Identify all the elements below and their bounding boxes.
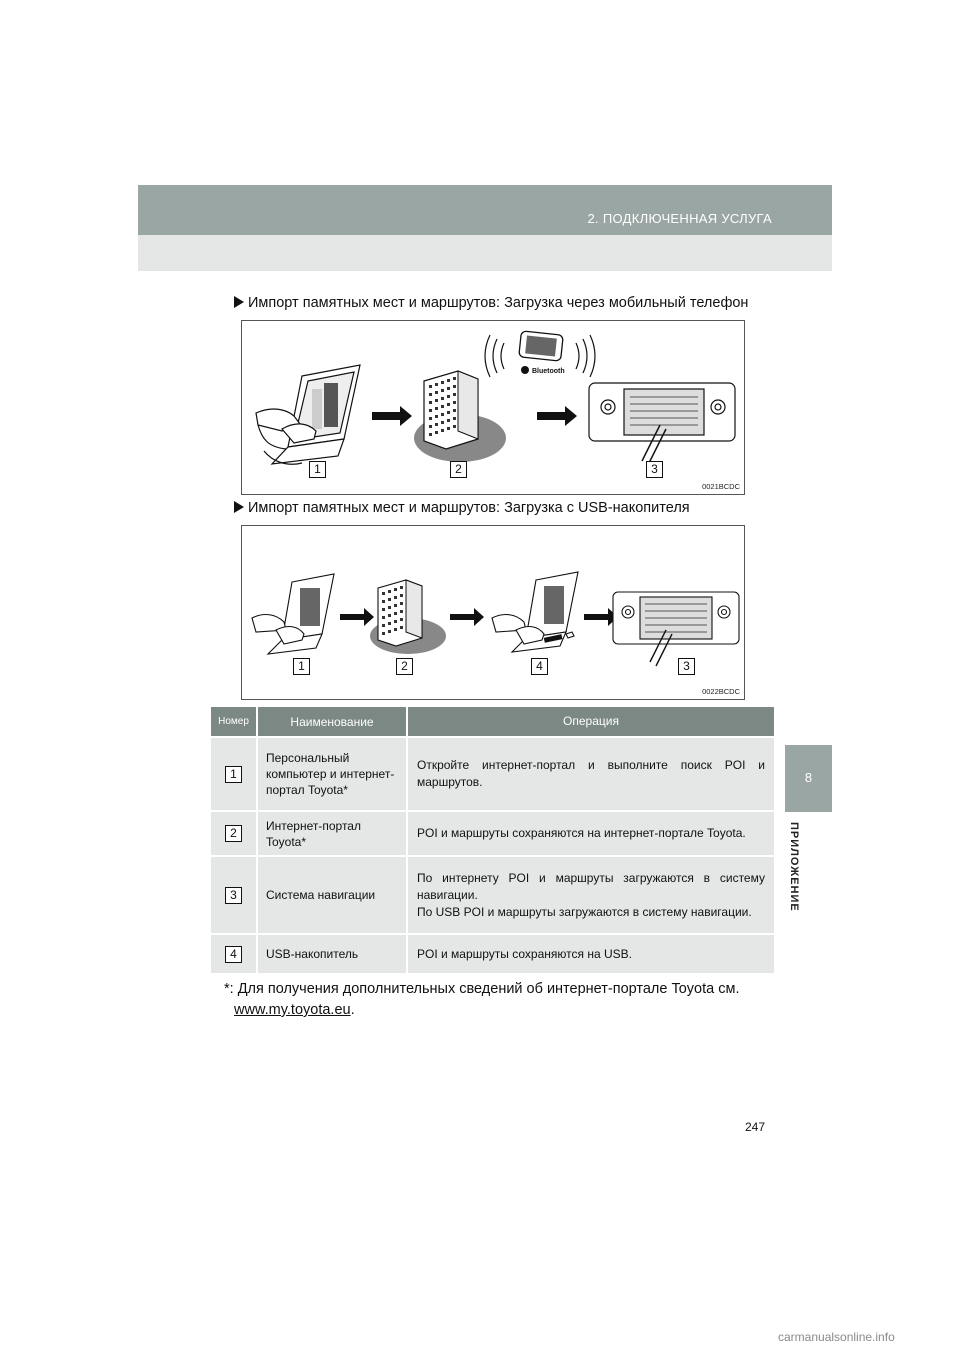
row-operation-line: POI и маршруты сохраняются на USB.	[417, 946, 632, 961]
smartphone-icon	[518, 330, 564, 362]
figure1: Bluetooth 1 2 3 0021BCDC	[241, 320, 745, 495]
row-number-cell: 3	[211, 857, 258, 933]
figure2-code: 0022BCDC	[702, 687, 740, 696]
building-icon	[370, 579, 446, 654]
table-row: 2 Интернет-портал Toyota* POI и маршруты…	[211, 812, 774, 857]
label-2: 2	[450, 461, 467, 478]
row-operation: Откройте интернет-портал и выполните пои…	[408, 738, 774, 810]
arrow-right-icon	[372, 406, 412, 426]
chapter-label: ПРИЛОЖЕНИЕ	[788, 822, 800, 912]
row-number-cell: 2	[211, 812, 258, 855]
label-2: 2	[396, 658, 413, 675]
row-operation-line: Откройте интернет-портал и выполните пои…	[417, 758, 765, 789]
figure2-caption: Импорт памятных мест и маршрутов: Загруз…	[248, 500, 690, 516]
row-number-cell: 1	[211, 738, 258, 810]
toyota-portal-link[interactable]: www.my.toyota.eu	[234, 1002, 351, 1018]
header-number: Номер	[211, 707, 258, 736]
arrow-right-icon	[584, 608, 618, 626]
row-operation: POI и маршруты сохраняются на интернет-п…	[408, 812, 774, 855]
bullet-triangle-icon	[234, 501, 244, 513]
header-name: Наименование	[258, 707, 408, 736]
laptop-icon	[255, 364, 361, 465]
figure2: 1 2 4 3 0022BCDC	[241, 525, 745, 700]
figure1-illustration: Bluetooth	[255, 330, 736, 466]
row-name: USB-накопитель	[258, 935, 408, 973]
arrow-right-icon	[340, 608, 374, 626]
figure1-caption-row: Импорт памятных мест и маршрутов: Загруз…	[234, 295, 748, 311]
navigation-unit-icon	[588, 382, 736, 466]
chapter-label-wrap: ПРИЛОЖЕНИЕ	[780, 822, 820, 932]
footnote-end: .	[350, 1002, 355, 1018]
label-1: 1	[293, 658, 310, 675]
row-operation-line: POI и маршруты сохраняются на интернет-п…	[417, 826, 746, 840]
wireless-waves-icon	[484, 334, 596, 378]
header-operation: Операция	[563, 714, 619, 728]
figure1-caption: Импорт памятных мест и маршрутов: Загруз…	[248, 295, 749, 311]
row-number-cell: 4	[211, 935, 258, 973]
bullet-triangle-icon	[234, 296, 244, 308]
header-subbar	[138, 235, 832, 271]
row-number: 1	[225, 765, 242, 783]
row-name: Система навигации	[258, 857, 408, 933]
watermark: carmanualsonline.info	[778, 1330, 895, 1344]
bluetooth-label: Bluetooth	[532, 368, 565, 375]
row-operation-line: По интернету POI и маршруты загружаются …	[417, 870, 765, 902]
row-number: 3	[225, 886, 242, 904]
row-name: Интернет-портал Toyota*	[258, 812, 408, 855]
row-operation: POI и маршруты сохраняются на USB.	[408, 935, 774, 973]
table-row: 4 USB-накопитель POI и маршруты сохраняю…	[211, 935, 774, 975]
navigation-unit-icon	[612, 591, 740, 667]
row-number: 4	[225, 945, 242, 963]
header-bar	[138, 185, 832, 235]
page-number: 247	[745, 1120, 766, 1134]
chapter-tab	[785, 745, 832, 812]
laptop-icon	[251, 573, 335, 655]
components-table: Номер Наименование Операция 1 Персональн…	[211, 707, 774, 975]
section-title: 2. ПОДКЛЮЧЕННАЯ УСЛУГА	[587, 211, 772, 226]
figure1-code: 0021BCDC	[702, 482, 740, 491]
building-icon	[414, 370, 506, 462]
label-3: 3	[646, 461, 663, 478]
row-number: 2	[225, 825, 242, 842]
row-name: Персональный компьютер и интернет-портал…	[258, 738, 408, 810]
label-3: 3	[678, 658, 695, 675]
label-4: 4	[531, 658, 548, 675]
figure2-caption-row: Импорт памятных мест и маршрутов: Загруз…	[234, 500, 690, 516]
footnote: *: Для получения дополнительных сведений…	[224, 979, 769, 1021]
table-row: 3 Система навигации По интернету POI и м…	[211, 857, 774, 935]
table-row: 1 Персональный компьютер и интернет-порт…	[211, 738, 774, 812]
row-operation: По интернету POI и маршруты загружаются …	[408, 857, 774, 933]
chapter-number: 8	[804, 770, 813, 785]
arrow-right-icon	[450, 608, 484, 626]
footnote-text: Для получения дополнительных сведений об…	[237, 981, 740, 997]
row-operation-line: По USB POI и маршруты загружаются в сист…	[417, 904, 752, 919]
label-1: 1	[309, 461, 326, 478]
figure2-illustration	[251, 571, 740, 667]
table-header-row: Номер Наименование Операция	[211, 707, 774, 738]
arrow-right-icon	[537, 406, 577, 426]
bluetooth-icon: Bluetooth	[521, 366, 565, 375]
laptop-usb-icon	[491, 571, 579, 653]
footnote-marker: *:	[224, 981, 234, 997]
